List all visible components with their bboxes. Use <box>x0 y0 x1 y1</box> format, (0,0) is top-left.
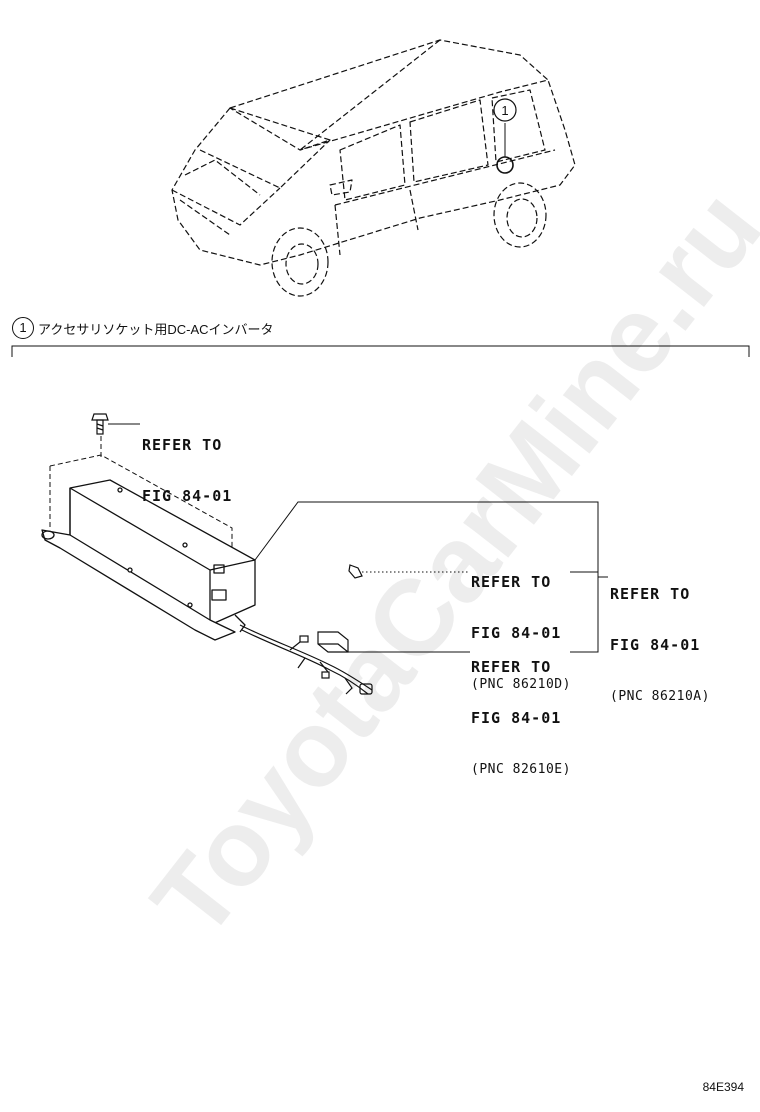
dc-ac-inverter-icon <box>41 479 256 641</box>
callout-caption: アクセサリソケット用DC-ACインバータ <box>38 322 274 337</box>
socket-ref-line2: FIG 84-01 <box>471 624 562 642</box>
bolt-icon <box>91 413 109 435</box>
socket-pin-icon <box>348 564 363 579</box>
bolt-reference-label: REFER TO FIG 84-01 <box>142 403 232 539</box>
group-ref-line1: REFER TO <box>610 585 691 603</box>
group-reference-label: REFER TO FIG 84-01 (PNC 86210A) <box>610 552 710 739</box>
harness-ref-line2: FIG 84-01 <box>471 709 562 727</box>
harness-ref-pnc: (PNC 82610E) <box>471 762 571 777</box>
group-ref-line2: FIG 84-01 <box>610 636 701 654</box>
harness-ref-line1: REFER TO <box>471 658 552 676</box>
callout-number-badge: 1 <box>12 317 34 339</box>
harness-connector-icon <box>317 631 349 653</box>
car-callout-number: 1 <box>501 103 508 118</box>
group-ref-pnc: (PNC 86210A) <box>610 689 710 704</box>
harness-reference-label: REFER TO FIG 84-01 (PNC 82610E) <box>471 625 571 812</box>
bolt-ref-line2: FIG 84-01 <box>142 487 233 505</box>
socket-reference-label: REFER TO FIG 84-01 (PNC 86210D) <box>471 540 571 727</box>
figure-code: 84E394 <box>702 1080 744 1094</box>
socket-ref-pnc: (PNC 86210D) <box>471 677 571 692</box>
bolt-ref-line1: REFER TO <box>142 436 223 454</box>
wire-harness-icon <box>239 624 373 695</box>
socket-ref-line1: REFER TO <box>471 573 552 591</box>
